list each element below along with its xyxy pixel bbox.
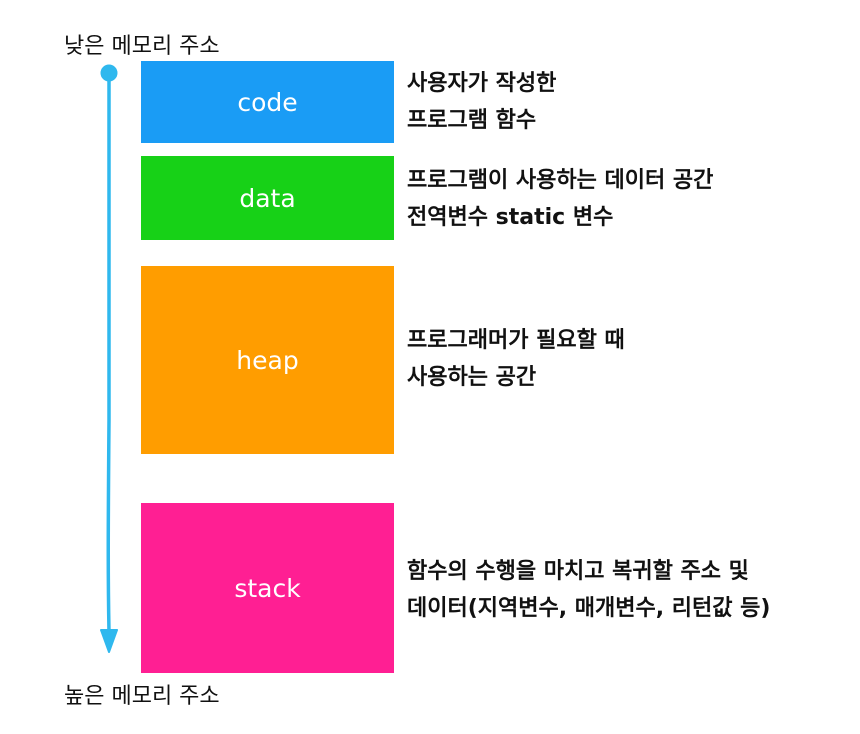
stack-description: 함수의 수행을 마치고 복귀할 주소 및 데이터(지역변수, 매개변수, 리턴값… xyxy=(407,553,770,627)
stack-segment-name: stack xyxy=(234,573,301,603)
high-address-label: 높은 메모리 주소 xyxy=(64,684,220,709)
code-segment-block: code xyxy=(141,61,394,143)
data-description-line-1: 프로그램이 사용하는 데이터 공간 xyxy=(407,168,714,193)
heap-segment-block: heap xyxy=(141,266,394,454)
heap-description-line-1: 프로그래머가 필요할 때 xyxy=(407,328,625,353)
code-description-line-1: 사용자가 작성한 xyxy=(407,71,557,96)
data-segment-name: data xyxy=(239,183,296,213)
heap-description: 프로그래머가 필요할 때 사용하는 공간 xyxy=(407,322,625,396)
code-description: 사용자가 작성한 프로그램 함수 xyxy=(407,65,556,139)
heap-description-line-2: 사용하는 공간 xyxy=(407,365,537,390)
data-description-line-2: 전역변수 static 변수 xyxy=(407,205,614,230)
heap-segment-name: heap xyxy=(236,345,299,375)
stack-segment-block: stack xyxy=(141,503,394,673)
arrow-head-icon xyxy=(100,629,118,653)
stack-description-line-2: 데이터(지역변수, 매개변수, 리턴값 등) xyxy=(407,596,771,621)
code-segment-name: code xyxy=(237,87,298,117)
code-description-line-2: 프로그램 함수 xyxy=(407,108,537,133)
data-segment-block: data xyxy=(141,156,394,240)
address-direction-arrow xyxy=(100,64,118,653)
arrow-shaft xyxy=(106,72,112,634)
data-description: 프로그램이 사용하는 데이터 공간 전역변수 static 변수 xyxy=(407,162,713,236)
low-address-label: 낮은 메모리 주소 xyxy=(64,34,220,59)
stack-description-line-1: 함수의 수행을 마치고 복귀할 주소 및 xyxy=(407,559,749,584)
